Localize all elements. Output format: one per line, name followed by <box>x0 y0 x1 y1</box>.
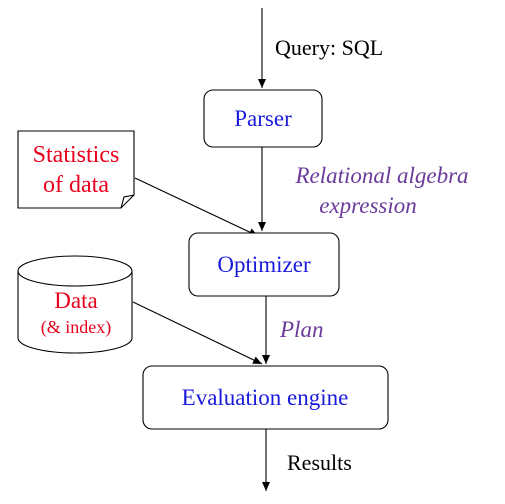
statistics-line1: Statistics <box>33 142 120 168</box>
optimizer-label: Optimizer <box>217 252 311 277</box>
data-to-engine-arrow <box>132 301 263 365</box>
data-cylinder-top <box>17 255 133 287</box>
parser-label: Parser <box>234 106 292 131</box>
evaluation-engine-label: Evaluation engine <box>182 385 349 410</box>
statistics-to-optimizer-arrow <box>134 177 259 237</box>
expression-label: expression <box>319 193 417 218</box>
query-sql-label: Query: SQL <box>275 35 383 60</box>
relational-algebra-label: Relational algebra <box>294 163 468 188</box>
statistics-line2: of data <box>43 172 109 198</box>
statistics-document-fold <box>120 194 135 209</box>
data-sublabel: (& index) <box>41 317 111 338</box>
optimizer-box <box>188 232 340 297</box>
parser-box <box>203 89 323 148</box>
statistics-document <box>17 130 135 209</box>
data-label: Data <box>54 288 97 313</box>
plan-label: Plan <box>279 317 323 342</box>
data-cylinder-body <box>17 271 133 354</box>
evaluation-engine-box <box>142 365 389 430</box>
results-label: Results <box>287 450 352 475</box>
